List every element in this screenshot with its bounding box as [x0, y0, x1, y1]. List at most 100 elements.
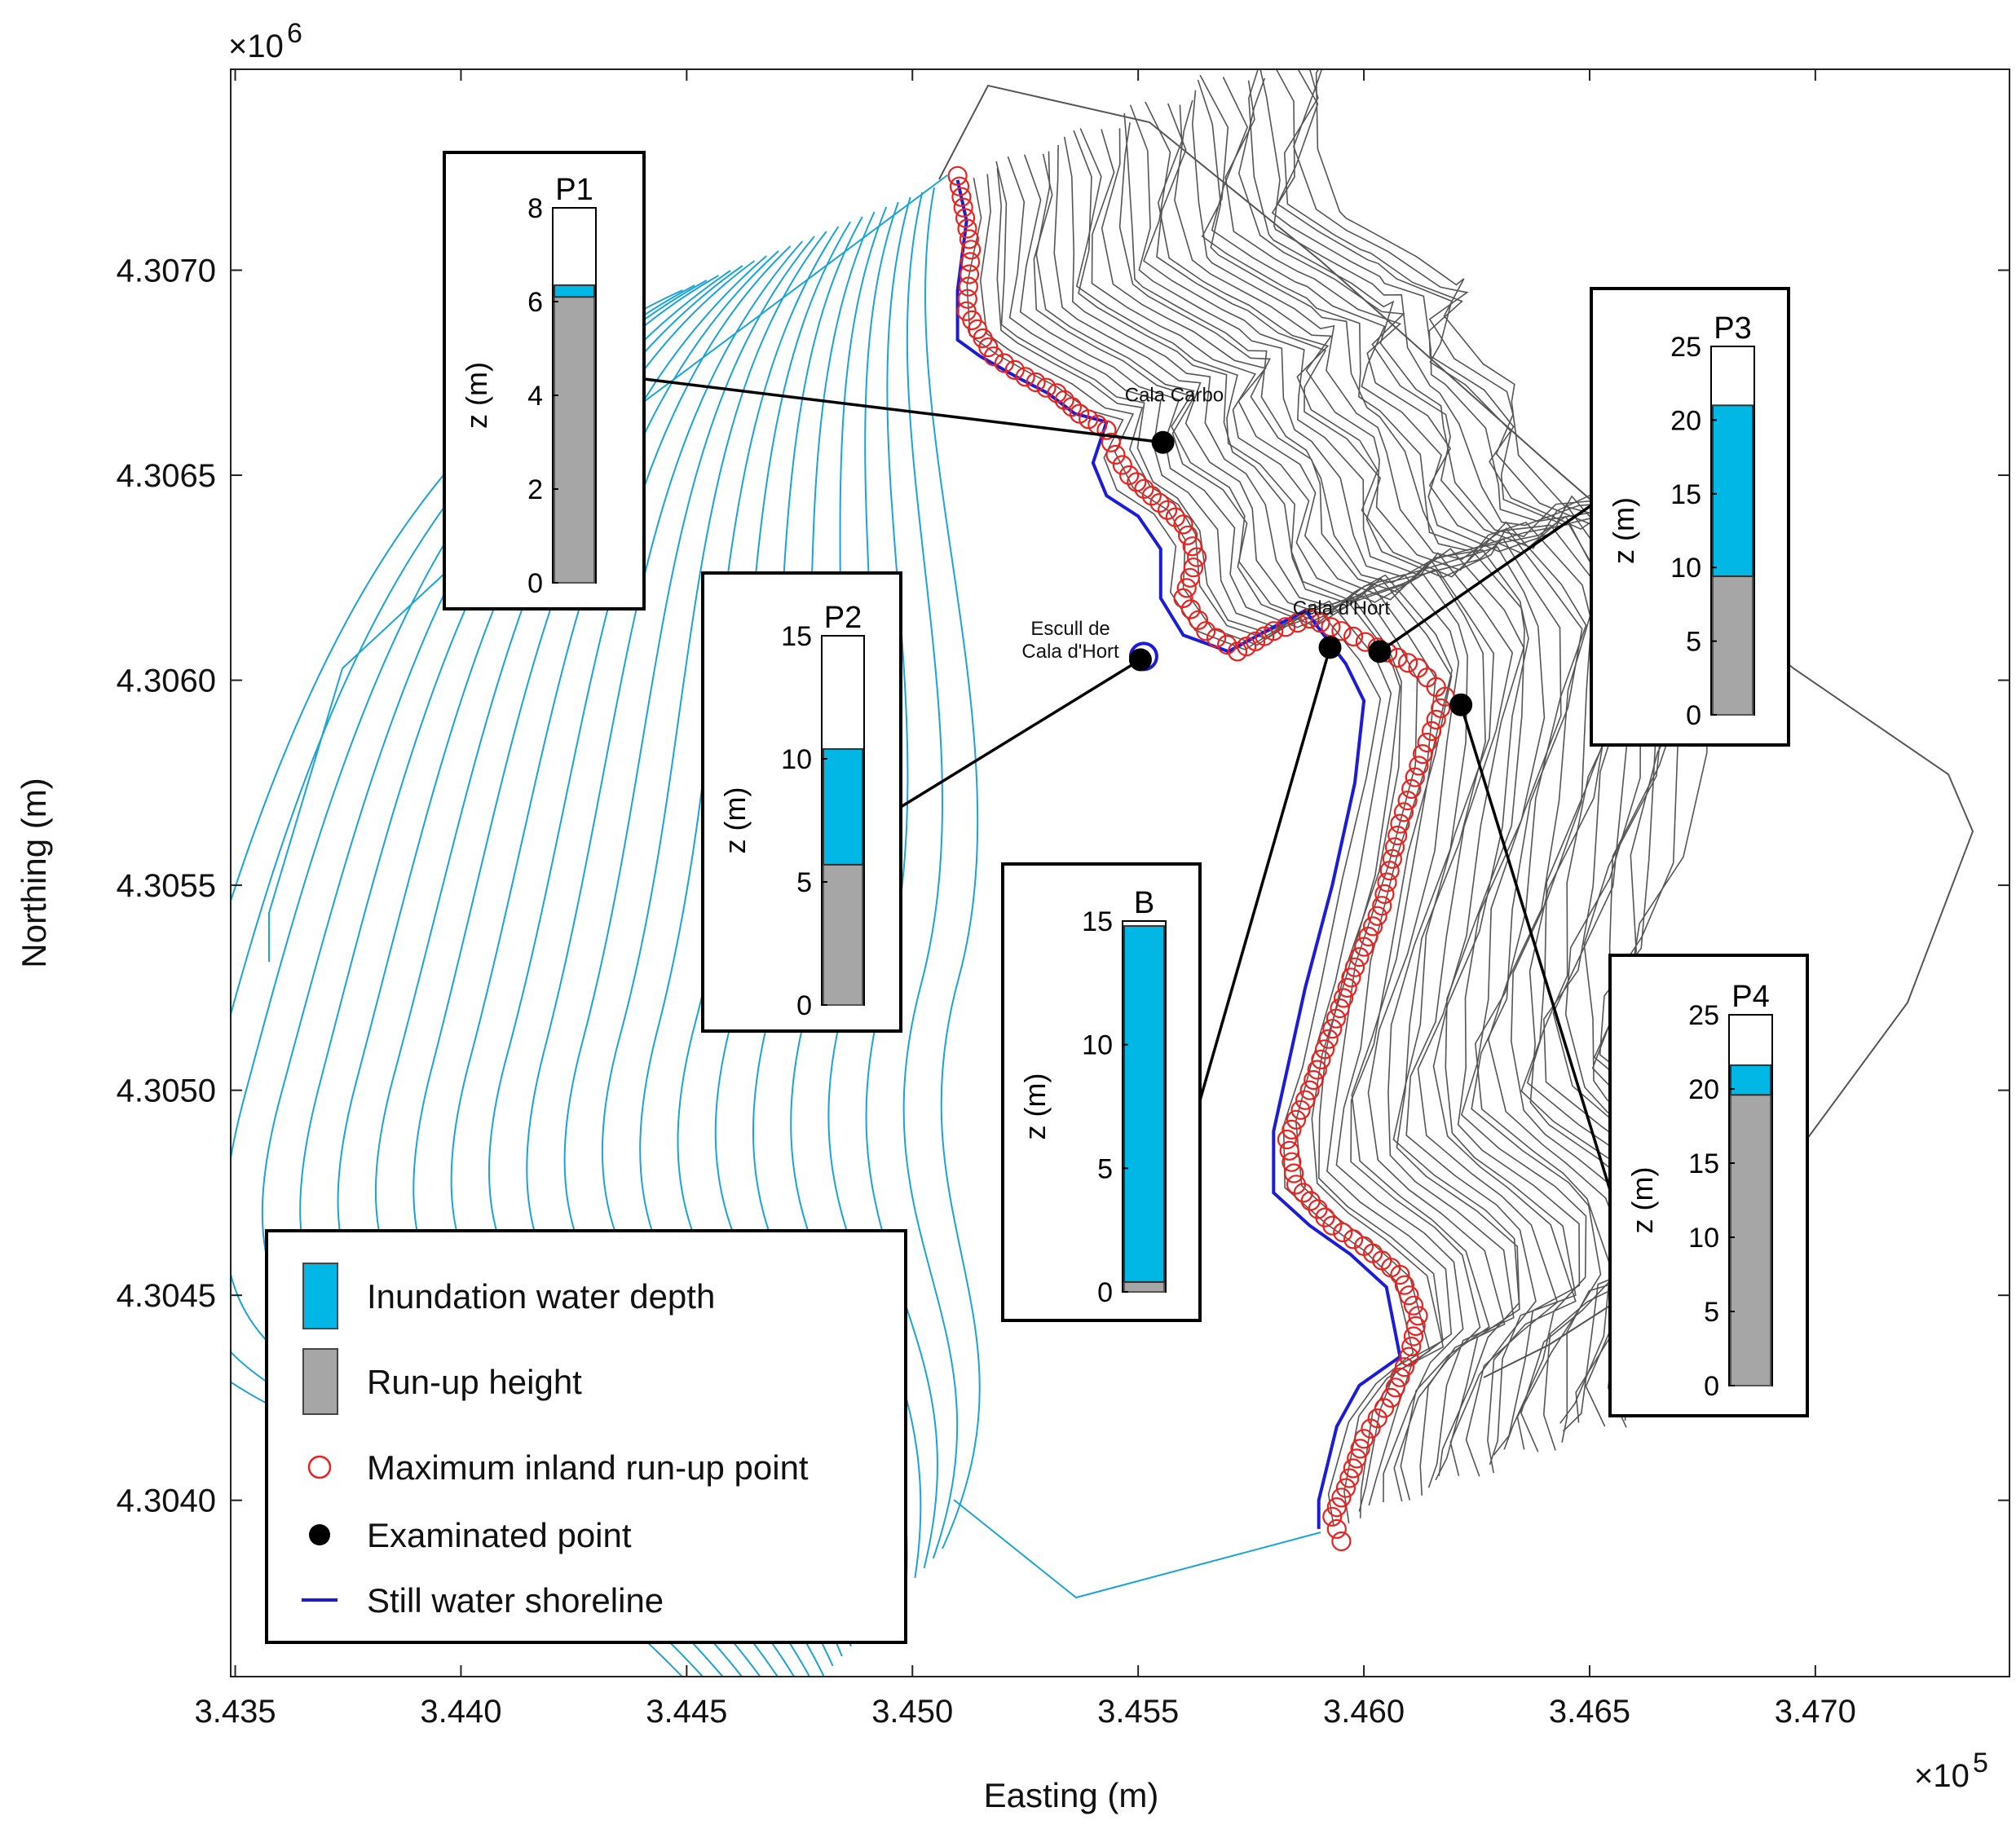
- runup-point: [1026, 372, 1046, 393]
- runup-point: [957, 218, 977, 239]
- runup-point: [1339, 1468, 1360, 1488]
- runup-point: [1264, 621, 1284, 641]
- inundation-depth-bar: [554, 284, 595, 298]
- x-tick-label: 3.450: [871, 1694, 953, 1730]
- inset-frame: [1001, 862, 1202, 1322]
- legend-label: Still water shoreline: [367, 1581, 664, 1620]
- runup-point: [1397, 653, 1418, 673]
- inset-tick-label: 15: [1670, 479, 1701, 510]
- runup-point: [949, 176, 970, 196]
- place-label: Cala d'Hort: [1021, 641, 1119, 663]
- runup-point: [1036, 377, 1057, 398]
- runup-point: [1417, 732, 1437, 753]
- runup-point: [1390, 813, 1410, 834]
- runup-point: [1307, 1060, 1327, 1080]
- inundation-depth-bar: [823, 747, 863, 866]
- legend-swatch: [302, 1263, 338, 1329]
- runup-point: [994, 353, 1015, 373]
- runup-point: [1286, 1109, 1307, 1130]
- runup-point: [1421, 721, 1442, 742]
- runup-point: [1188, 610, 1209, 630]
- runup-point: [1173, 514, 1193, 535]
- bathymetry-contour: [902, 192, 959, 1559]
- runup-point: [1096, 420, 1117, 440]
- examined-point-p2: [1318, 636, 1342, 659]
- inset-y-label: z (m): [1626, 1167, 1659, 1234]
- legend-swatch: [302, 1348, 338, 1415]
- runup-point: [1311, 1049, 1331, 1070]
- runup-point: [1326, 1496, 1347, 1518]
- runup-point: [1372, 896, 1392, 916]
- runup-point: [1279, 1140, 1299, 1161]
- inset-tick-label: 20: [1670, 405, 1701, 436]
- inset-tick-label: 25: [1670, 332, 1701, 363]
- inset-y-label: z (m): [1607, 497, 1640, 564]
- runup-point: [1367, 906, 1387, 926]
- runup-point: [1405, 767, 1425, 787]
- bathymetry-contour: [924, 187, 981, 1549]
- runup-point: [1061, 397, 1083, 417]
- runup-point: [1275, 617, 1296, 637]
- runup-points: [947, 165, 1455, 1552]
- runup-point: [1343, 1458, 1363, 1479]
- inset-title: P4: [1731, 980, 1769, 1014]
- inset-tick-label: 0: [1704, 1371, 1719, 1402]
- runup-point: [1403, 1295, 1424, 1316]
- inset-tick-label: 0: [527, 568, 543, 599]
- runup-point: [1206, 628, 1227, 648]
- runup-height-bar: [554, 296, 595, 584]
- runup-point: [1149, 492, 1170, 513]
- connector-line: [1198, 646, 1332, 1101]
- runup-point: [1412, 743, 1433, 765]
- runup-point: [1361, 1418, 1381, 1439]
- runup-point: [1216, 634, 1237, 655]
- runup-point: [1382, 848, 1403, 869]
- inset-tick-label: 15: [781, 621, 812, 652]
- runup-point: [1408, 1306, 1428, 1326]
- runup-point: [1105, 444, 1126, 465]
- runup-point: [1401, 1336, 1422, 1357]
- y-axis-multiplier: ×10: [228, 29, 284, 64]
- inset-tick-label: 25: [1688, 1000, 1719, 1031]
- runup-point: [1282, 1152, 1302, 1172]
- runup-point: [1118, 465, 1140, 486]
- runup-point: [959, 229, 980, 249]
- runup-point: [1394, 1275, 1415, 1295]
- y-tick-label: 4.3045: [117, 1278, 216, 1314]
- runup-point: [1310, 612, 1330, 633]
- runup-point: [1015, 367, 1035, 387]
- runup-point: [1176, 578, 1197, 598]
- legend-item-shoreline: Still water shoreline: [302, 1581, 664, 1620]
- inset-tick-label: 10: [1688, 1223, 1719, 1254]
- legend-item-examined-point: Examinated point: [309, 1516, 632, 1554]
- runup-point: [1343, 1229, 1364, 1250]
- runup-point: [1326, 1008, 1347, 1029]
- legend-item-runup: Run-up height: [302, 1348, 582, 1415]
- examined-point-p1: [1151, 430, 1175, 454]
- plot-frame: [230, 68, 2010, 1677]
- inset-title: P2: [824, 601, 862, 635]
- runup-point: [1322, 1215, 1343, 1236]
- legend-label: Run-up height: [367, 1363, 582, 1401]
- x-tick-label: 3.460: [1323, 1694, 1405, 1730]
- runup-point: [1387, 825, 1408, 846]
- runup-point: [1054, 390, 1074, 410]
- runup-point: [1353, 937, 1374, 957]
- runup-point: [1362, 916, 1383, 937]
- runup-point: [1349, 946, 1370, 967]
- y-tick-label: 4.3055: [117, 868, 216, 904]
- runup-point: [1381, 1387, 1401, 1408]
- inset-tick-label: 6: [527, 287, 543, 318]
- inset-frame: [443, 151, 646, 610]
- runup-point: [1180, 567, 1200, 588]
- runup-point: [1403, 1326, 1424, 1347]
- runup-point: [1173, 588, 1193, 609]
- inset-tick-label: 2: [527, 474, 543, 505]
- place-label: Cala d'Hort: [1293, 597, 1391, 619]
- runup-point: [1343, 626, 1364, 647]
- x-tick-label: 3.465: [1549, 1694, 1630, 1730]
- runup-point: [1004, 359, 1025, 380]
- runup-point: [1397, 790, 1418, 811]
